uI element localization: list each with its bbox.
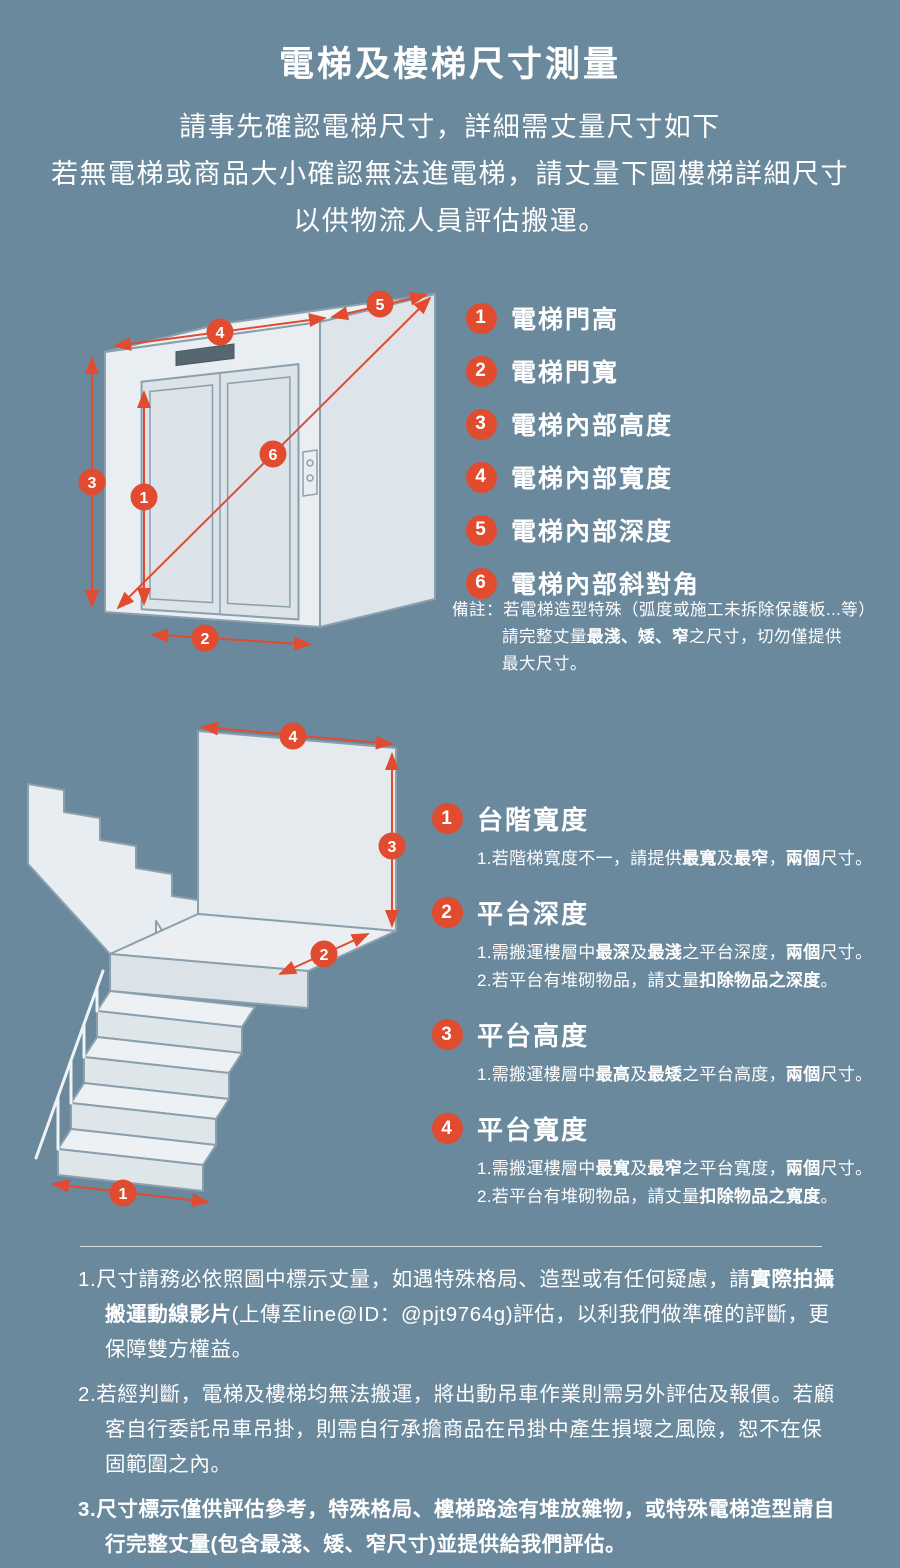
stairs-legend: 1 台階寬度 1.若階梯寬度不一，請提供最寬及最窄，兩個尺寸。 2 平台深度 1… (432, 800, 888, 1232)
footer-note-3: 3.尺寸標示僅供評估參考，特殊格局、樓梯路途有堆放雜物，或特殊電梯造型請自行完整… (78, 1498, 835, 1556)
stairs-badge-3: 3 (432, 1019, 463, 1050)
svg-text:2: 2 (201, 631, 210, 648)
svg-text:5: 5 (376, 297, 385, 314)
footer-divider (80, 1246, 822, 1247)
elevator-marker-6: 6 (259, 440, 287, 468)
svg-text:2: 2 (320, 947, 329, 964)
stairs-item-2: 2 平台深度 1.需搬運樓層中最深及最淺之平台深度，兩個尺寸。 2.若平台有堆砌… (432, 894, 888, 995)
stairs-marker-1: 1 (109, 1179, 137, 1207)
elevator-legend-item-1: 1 電梯門高 (466, 300, 700, 336)
svg-text:3: 3 (388, 839, 397, 856)
stairs-item-1-title-row: 1 台階寬度 (432, 800, 888, 837)
elevator-illustration: 3 1 4 5 6 2 (78, 290, 436, 652)
stairs-badge-1: 1 (432, 803, 463, 834)
stairs-item-2-details: 1.需搬運樓層中最深及最淺之平台深度，兩個尺寸。 2.若平台有堆砌物品，請丈量扣… (477, 939, 888, 995)
elevator-legend-label-5: 電梯內部深度 (511, 518, 674, 546)
legend-badge-3: 3 (466, 408, 497, 440)
stairs-marker-3: 3 (378, 832, 406, 860)
elevator-marker-4: 4 (206, 318, 234, 346)
legend-badge-6: 6 (466, 567, 497, 599)
elevator-marker-3: 3 (78, 468, 106, 496)
elevator-legend-label-6: 電梯內部斜對角 (511, 571, 701, 599)
intro-text: 請事先確認電梯尺寸，詳細需丈量尺寸如下 若無電梯或商品大小確認無法進電梯，請丈量… (0, 104, 900, 245)
stairs-item-1-title: 台階寬度 (477, 805, 590, 835)
stairs-item-3: 3 平台高度 1.需搬運樓層中最高及最矮之平台高度，兩個尺寸。 (432, 1016, 888, 1089)
footer-note-2: 2.若經判斷，電梯及樓梯均無法搬運，將出動吊車作業則需另外評估及報價。若顧客自行… (78, 1383, 835, 1476)
stairs-item-4: 4 平台寬度 1.需搬運樓層中最寬及最窄之平台寬度，兩個尺寸。 2.若平台有堆砌… (432, 1110, 888, 1211)
stairs-badge-4: 4 (432, 1113, 463, 1144)
stairs-item-4-details: 1.需搬運樓層中最寬及最窄之平台寬度，兩個尺寸。 2.若平台有堆砌物品，請丈量扣… (477, 1155, 888, 1211)
elevator-legend-label-3: 電梯內部高度 (511, 412, 674, 440)
intro-line-1: 請事先確認電梯尺寸，詳細需丈量尺寸如下 (179, 112, 721, 142)
intro-line-2: 若無電梯或商品大小確認無法進電梯，請丈量下圖樓梯詳細尺寸 (51, 159, 849, 189)
elevator-note: 備註：若電梯造型特殊（弧度或施工未拆除保護板...等） 請完整丈量最淺、矮、窄之… (452, 597, 888, 678)
stairs-item-3-title: 平台高度 (477, 1021, 590, 1051)
stairs-marker-2: 2 (310, 940, 338, 968)
stairs-item-2-title: 平台深度 (477, 899, 590, 929)
stairs-item-3-title-row: 3 平台高度 (432, 1016, 888, 1053)
stairs-item-1-detail-1: 1.若階梯寬度不一，請提供最寬及最窄，兩個尺寸。 (477, 849, 873, 868)
measure-line-door-width (150, 628, 312, 651)
stairs-item-3-details: 1.需搬運樓層中最高及最矮之平台高度，兩個尺寸。 (477, 1061, 888, 1089)
elevator-legend-item-2: 2 電梯門寬 (466, 353, 700, 389)
stairs-marker-4: 4 (279, 722, 307, 750)
stairs-item-4-detail-2: 2.若平台有堆砌物品，請丈量扣除物品之寬度。 (477, 1187, 838, 1206)
elevator-marker-1: 1 (130, 483, 158, 511)
stairs-landing-front (109, 953, 309, 1009)
elevator-legend-label-2: 電梯門寬 (511, 359, 620, 387)
footer-note-1: 1.尺寸請務必依照圖中標示丈量，如遇特殊格局、造型或有任何疑慮，請實際拍攝搬運動… (78, 1268, 835, 1361)
stairs-back-wall (197, 730, 397, 932)
svg-text:1: 1 (140, 490, 149, 507)
intro-line-3: 以供物流人員評估搬運。 (293, 206, 607, 236)
elevator-note-line-2: 請完整丈量最淺、矮、窄之尺寸，切勿僅提供 (502, 628, 842, 646)
footer-notes: 1.尺寸請務必依照圖中標示丈量，如遇特殊格局、造型或有任何疑慮，請實際拍攝搬運動… (78, 1262, 840, 1568)
stairs-item-2-title-row: 2 平台深度 (432, 894, 888, 931)
elevator-right-face (319, 293, 436, 628)
elevator-legend-item-5: 5 電梯內部深度 (466, 512, 700, 548)
stairs-illustration: 4 3 2 1 (27, 721, 406, 1208)
legend-badge-2: 2 (466, 355, 497, 387)
elevator-marker-2: 2 (191, 624, 219, 652)
elevator-legend-label-1: 電梯門高 (511, 306, 620, 334)
stairs-item-2-detail-1: 1.需搬運樓層中最深及最淺之平台深度，兩個尺寸。 (477, 943, 873, 962)
stairs-item-1: 1 台階寬度 1.若階梯寬度不一，請提供最寬及最窄，兩個尺寸。 (432, 800, 888, 873)
legend-badge-1: 1 (466, 302, 497, 334)
stairs-item-2-detail-2: 2.若平台有堆砌物品，請丈量扣除物品之深度。 (477, 971, 838, 990)
stairs-badge-2: 2 (432, 897, 463, 928)
stairs-item-3-detail-1: 1.需搬運樓層中最高及最矮之平台高度，兩個尺寸。 (477, 1065, 873, 1084)
legend-badge-5: 5 (466, 514, 497, 546)
elevator-legend-item-4: 4 電梯內部寬度 (466, 459, 700, 495)
elevator-marker-5: 5 (366, 290, 394, 318)
svg-text:4: 4 (216, 325, 225, 342)
elevator-note-line-1: 備註：若電梯造型特殊（弧度或施工未拆除保護板...等） (452, 601, 876, 619)
page-title: 電梯及樓梯尺寸測量 (278, 45, 621, 84)
elevator-legend-item-6: 6 電梯內部斜對角 (466, 565, 700, 601)
stairs-item-4-title: 平台寬度 (477, 1115, 590, 1145)
stairs-item-4-detail-1: 1.需搬運樓層中最寬及最窄之平台寬度，兩個尺寸。 (477, 1159, 873, 1178)
stairs-item-4-title-row: 4 平台寬度 (432, 1110, 888, 1147)
svg-text:1: 1 (119, 1186, 128, 1203)
stairs-item-1-details: 1.若階梯寬度不一，請提供最寬及最窄，兩個尺寸。 (477, 845, 888, 873)
svg-text:4: 4 (289, 729, 298, 746)
legend-badge-4: 4 (466, 461, 497, 493)
elevator-legend-label-4: 電梯內部寬度 (511, 465, 674, 493)
elevator-legend-item-3: 3 電梯內部高度 (466, 406, 700, 442)
svg-text:6: 6 (269, 447, 278, 464)
elevator-note-line-3: 最大尺寸。 (502, 655, 587, 673)
elevator-legend: 1 電梯門高 2 電梯門寬 3 電梯內部高度 4 電梯內部寬度 5 電梯內部深度… (466, 300, 700, 601)
svg-text:3: 3 (88, 475, 97, 492)
